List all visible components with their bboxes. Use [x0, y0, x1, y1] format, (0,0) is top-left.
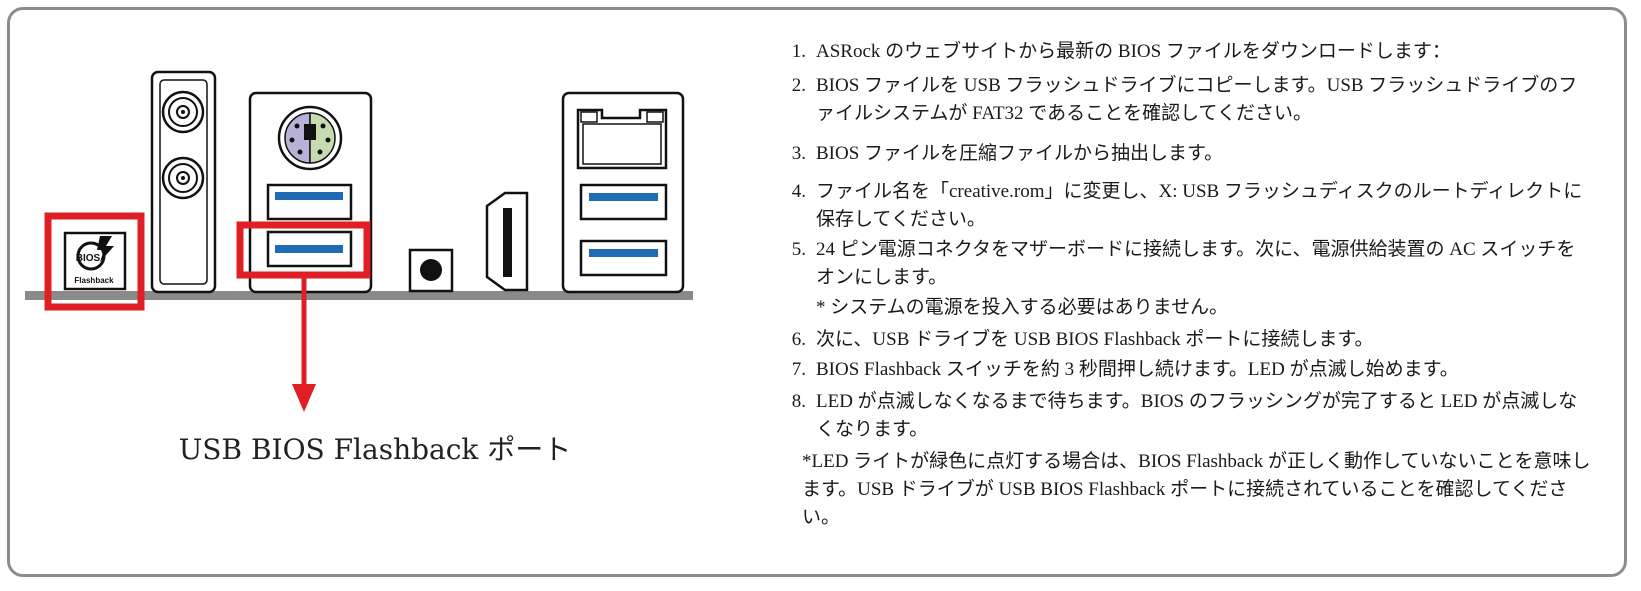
step-number: 5.: [791, 239, 806, 260]
step-number: 7.: [791, 359, 806, 380]
step-text: BIOS ファイルを USB フラッシュドライブにコピーします。USB フラッシ…: [816, 75, 1578, 124]
step-number: 2.: [791, 75, 806, 96]
step-text: ASRock のウェブサイトから最新の BIOS ファイルをダウンロードします：: [816, 41, 1451, 62]
ps2-keyboard-half: [309, 112, 336, 164]
antenna-connectors: [150, 70, 217, 294]
power-note: * システムの電源を投入する必要はありません。: [816, 297, 1229, 318]
usb-port-right-lower: [579, 239, 668, 277]
step-number: 4.: [791, 181, 806, 202]
step-text: LED が点滅しなくなるまで待ちます。BIOS のフラッシングが完了すると LE…: [816, 391, 1578, 440]
usb-port-right-upper: [579, 183, 668, 221]
usb-port-upper: [266, 183, 353, 221]
step-text: BIOS ファイルを圧縮ファイルから抽出します。: [816, 143, 1224, 164]
step-text: ファイル名を「creative.rom」に変更し、X: USB フラッシュディス…: [816, 181, 1583, 230]
bios-flashback-button-group: BIOS Flashback: [63, 231, 127, 291]
step-number: 8.: [791, 391, 806, 412]
usb-bios-flashback-port-label: USB BIOS Flashback ポート: [178, 433, 572, 466]
bios-badge-bottom-text: Flashback: [74, 276, 114, 285]
step-number: 3.: [791, 143, 806, 164]
hdmi-port: [485, 191, 529, 292]
lan-usb-stack: [561, 91, 685, 294]
rear-io-diagram: BIOS Flashback: [25, 70, 693, 412]
step-text: 次に、USB ドライブを USB BIOS Flashback ポートに接続しま…: [816, 329, 1374, 350]
clear-cmos-button: [408, 248, 454, 293]
step-number: 1.: [791, 41, 806, 62]
usb-port-highlight: [236, 221, 371, 279]
bios-badge-top-text: BIOS: [76, 253, 101, 264]
ps2-mouse-half: [284, 112, 311, 164]
step-text: BIOS Flashback スイッチを約 3 秒間押し続けます。LED が点滅…: [816, 359, 1459, 380]
ps2-usb-stack: [248, 91, 373, 294]
io-panel-baseline: [25, 291, 693, 300]
led-note: *LED ライトが緑色に点灯する場合は、BIOS Flashback が正しく動…: [802, 451, 1591, 528]
callout-arrow-head: [292, 384, 316, 412]
step-number: 6.: [791, 329, 806, 350]
step-text: 24 ピン電源コネクタをマザーボードに接続します。次に、電源供給装置の AC ス…: [816, 239, 1576, 288]
bios-flashback-highlight: [44, 212, 145, 311]
